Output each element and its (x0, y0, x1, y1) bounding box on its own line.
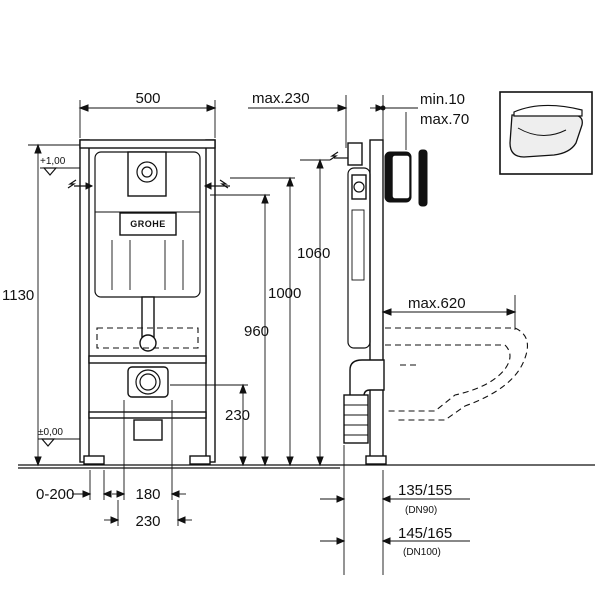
floor-line (18, 464, 595, 469)
level-floor-label: ±0,00 (38, 427, 63, 438)
dim-180-label: 180 (135, 486, 160, 503)
water-inlet-right (203, 179, 230, 190)
front-frame (79, 139, 216, 465)
grohe-logo (119, 212, 177, 236)
dim-dn100-sub: (DN100) (403, 547, 441, 558)
dim-min-max-thickness: min.10 max.70 (370, 91, 469, 150)
dim-min-10-label: min.10 (420, 91, 465, 108)
dim-1000: 1000 (230, 176, 301, 467)
dim-960: 960 (210, 193, 270, 467)
dim-max-230-label: max.230 (252, 90, 310, 107)
level-floor: ±0,00 (38, 427, 80, 447)
drain-connection (127, 366, 169, 441)
dim-960-label: 960 (244, 323, 269, 340)
dim-1000-label: 1000 (268, 285, 301, 302)
wc-outline-side (385, 327, 528, 421)
dim-dn100-label: 145/165 (398, 525, 452, 542)
dim-1130-label: 1130 (2, 287, 34, 304)
cistern: GROHE (94, 151, 201, 352)
dim-180: 180 (112, 400, 186, 503)
dim-1060: 1060 (297, 158, 330, 467)
side-frame (329, 139, 428, 465)
level-top-label: +1,00 (40, 156, 66, 167)
wc-outline-front (96, 327, 199, 349)
dim-230-width: 230 (104, 500, 192, 530)
water-inlet-left (67, 179, 94, 190)
dim-max-70-label: max.70 (420, 111, 469, 128)
dim-dn90-sub: (DN90) (405, 505, 437, 516)
dim-dn100: 145/165 (DN100) (320, 525, 470, 558)
dim-max-620: max.620 (381, 295, 517, 330)
level-top: +1,00 (40, 156, 80, 176)
dim-max-230: max.230 (248, 90, 348, 148)
grohe-logo-text: GROHE (130, 219, 166, 229)
dim-500-label: 500 (135, 90, 160, 107)
dim-230-height: 230 (170, 383, 250, 467)
dim-1130: 1130 (2, 143, 80, 467)
dim-0-200: 0-200 (36, 470, 112, 503)
dim-230-width-label: 230 (135, 513, 160, 530)
dim-1060-label: 1060 (297, 245, 330, 262)
dim-dn90-label: 135/155 (398, 482, 452, 499)
dim-max-620-label: max.620 (408, 295, 466, 312)
dim-230-height-label: 230 (225, 407, 250, 424)
wall-hung-toilet-icon (499, 91, 593, 175)
dim-dn90: 135/155 (DN90) (320, 445, 470, 575)
dim-500: 500 (78, 90, 217, 138)
dim-0-200-label: 0-200 (36, 486, 74, 503)
